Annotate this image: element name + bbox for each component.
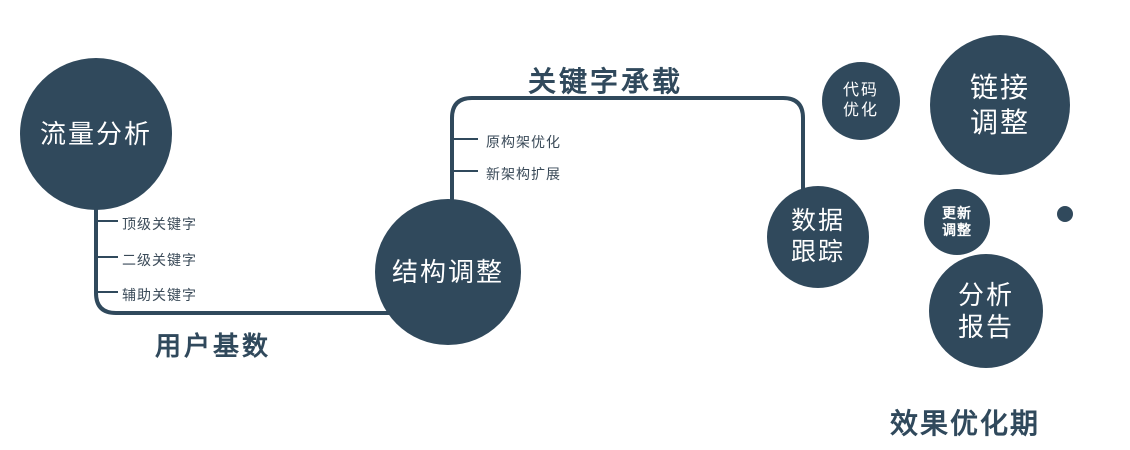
data-tracking-node: 数据 跟踪 (767, 186, 869, 288)
analysis-report-label-line1: 分析 (957, 279, 1014, 310)
branch-label-original-arch: 原构架优化 (486, 134, 561, 150)
code-optimization-label-line1: 代码 (842, 82, 879, 99)
code-optimization-node: 代码 优化 (822, 62, 900, 140)
link-adjustment-label-line2: 调整 (969, 107, 1030, 138)
link-adjustment-label-line1: 链接 (969, 72, 1030, 103)
user-base-label: 用户基数 (155, 331, 272, 361)
update-adjustment-node: 更新 调整 (924, 189, 990, 255)
connector-structure-to-tracking (450, 96, 805, 206)
analysis-report-label-line2: 报告 (957, 312, 1014, 342)
link-adjustment-node: 链接 调整 (930, 35, 1070, 175)
effect-phase-label: 效果优化期 (890, 408, 1041, 439)
structure-adjust-label: 结构调整 (391, 256, 504, 287)
code-optimization-label-line2: 优化 (842, 102, 879, 119)
analysis-report-node: 分析 报告 (929, 254, 1043, 368)
small-dot-node (1057, 206, 1073, 222)
data-tracking-label-line1: 数据 (790, 206, 845, 235)
update-adjustment-label-line1: 更新 (942, 204, 972, 221)
data-tracking-label-line2: 跟踪 (790, 238, 845, 266)
update-adjustment-label-line2: 调整 (942, 222, 972, 238)
connector-traffic-to-structure (94, 200, 420, 315)
keyword-carry-label: 关键字承载 (528, 66, 684, 97)
branch-label-new-arch: 新架构扩展 (486, 166, 561, 182)
branch-label-top-keyword: 顶级关键字 (122, 216, 197, 232)
traffic-analysis-node: 流量分析 (20, 58, 172, 210)
branch-label-secondary-keyword: 二级关键字 (122, 252, 197, 268)
traffic-analysis-label: 流量分析 (39, 118, 152, 149)
branch-label-auxiliary-keyword: 辅助关键字 (122, 287, 197, 303)
structure-adjust-node: 结构调整 (375, 199, 521, 345)
